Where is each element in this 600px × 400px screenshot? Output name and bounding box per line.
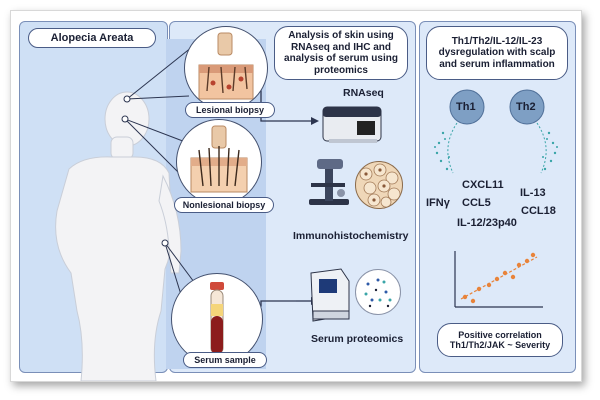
proteomics-label: Serum proteomics [311, 333, 404, 345]
microscope-icon [309, 159, 349, 205]
nonlesional-skin-icon [190, 125, 248, 193]
th2-label: Th2 [516, 101, 536, 113]
cytokine-il13: IL-13 [520, 187, 546, 199]
panel-title-alopecia: Alopecia Areata [28, 28, 156, 48]
lesional-biopsy-label: Lesional biopsy [185, 102, 275, 118]
cytokine-ifny: IFNγ [426, 197, 450, 209]
th1-label: Th1 [456, 101, 476, 113]
cytokine-ccl5: CCL5 [462, 197, 491, 209]
figure-frame: Alopecia Areata Analysis of skin using R… [10, 10, 582, 382]
nonlesional-biopsy-label: Nonlesional biopsy [174, 197, 274, 213]
tissue-zoom-circle [355, 161, 403, 209]
panel-title-results: Th1/Th2/IL-12/IL-23 dysregulation with s… [426, 26, 568, 80]
protein-dots-icon [364, 278, 392, 308]
proteomics-machine-icon [310, 268, 350, 322]
body-silhouette [55, 91, 182, 381]
serum-sample-label: Serum sample [183, 352, 267, 368]
rnaseq-machine-icon [322, 106, 382, 143]
th-cells-layer [434, 89, 558, 174]
head-markers [121, 95, 169, 247]
blood-tube-icon [210, 282, 224, 355]
panel-title-analysis: Analysis of skin using RNAseq and IHC an… [274, 26, 408, 80]
lesional-biopsy-circle [184, 26, 268, 110]
ihc-label: Immunohistochemistry [293, 230, 409, 242]
tissue-cells-icon [359, 163, 401, 208]
biopsy-leaders [124, 46, 198, 328]
cytokine-ccl18: CCL18 [521, 205, 556, 217]
rnaseq-label: RNAseq [343, 87, 384, 99]
cytokine-cxcl11: CXCL11 [462, 179, 504, 191]
correlation-plot [454, 251, 543, 308]
serum-sample-circle [171, 273, 263, 365]
cytokine-il12: IL-12/23p40 [457, 217, 517, 229]
panel-results: Th1/Th2/IL-12/IL-23 dysregulation with s… [419, 21, 576, 373]
correlation-label: Positive correlation Th1/Th2/JAK ~ Sever… [437, 323, 563, 357]
serum-dots-circle [355, 269, 401, 315]
nonlesional-biopsy-circle [176, 119, 262, 205]
connectors-layer [55, 46, 319, 381]
lesional-skin-icon [198, 32, 254, 100]
